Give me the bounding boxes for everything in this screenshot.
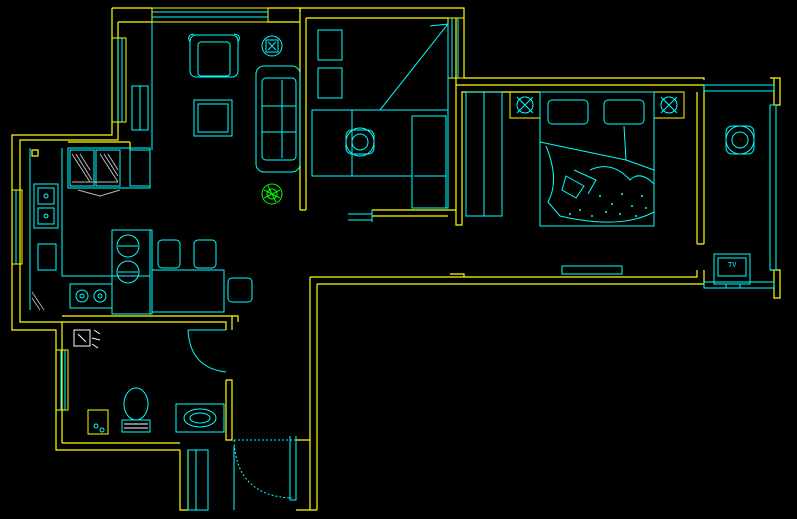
wall-corridor xyxy=(309,277,318,510)
coffee-table xyxy=(193,99,233,137)
walls xyxy=(11,7,781,511)
lamp-table xyxy=(261,35,283,57)
study-desk xyxy=(311,109,449,209)
window-west-kitchen xyxy=(11,189,23,265)
wall-north-living xyxy=(112,7,301,12)
balcony xyxy=(713,125,755,288)
wall-study-bedroom xyxy=(455,85,540,226)
dining-table xyxy=(151,269,225,313)
window-west-bath xyxy=(55,349,69,411)
living-room xyxy=(131,22,301,205)
dining-chair xyxy=(193,239,217,269)
kitchen-small-appliance xyxy=(37,243,57,271)
wall-study-lower xyxy=(300,209,456,217)
plant-icon xyxy=(261,183,283,205)
wall-tv-niche xyxy=(450,273,465,277)
wall-corner-detail xyxy=(31,149,239,322)
sink-icon xyxy=(33,183,59,229)
dining-area xyxy=(111,229,253,315)
study-shelf xyxy=(317,29,343,61)
bar-stool xyxy=(116,260,140,284)
study-shelf xyxy=(317,67,343,99)
balcony-rail-east xyxy=(769,104,777,271)
bedroom-tv-stand xyxy=(561,265,623,275)
window-west-upper xyxy=(111,37,127,123)
wall-kitchen-counter xyxy=(68,141,131,150)
kitchen xyxy=(29,147,151,311)
washbasin-icon xyxy=(175,403,225,433)
double-bed xyxy=(539,91,655,227)
study-room xyxy=(311,22,449,222)
floor-drain xyxy=(87,409,109,435)
dining-chair xyxy=(157,239,181,269)
wall-outer-west-upper xyxy=(11,8,180,451)
window-corridor xyxy=(187,449,209,511)
window-north-living xyxy=(151,7,269,23)
dining-chair xyxy=(227,277,253,303)
wardrobe xyxy=(378,22,449,111)
armchair xyxy=(188,33,240,78)
wall-balcony-right xyxy=(310,270,705,285)
wall-balcony-box xyxy=(770,77,781,299)
stove-icon xyxy=(69,283,113,309)
bathroom-door-swing xyxy=(187,329,227,373)
balcony-rail xyxy=(703,84,775,92)
entry-door xyxy=(233,436,297,510)
balcony-chair xyxy=(725,125,755,155)
bedroom xyxy=(465,91,685,275)
sofa xyxy=(255,65,301,173)
bar-stool xyxy=(116,234,140,258)
wall-inner-west-upper xyxy=(19,22,119,443)
dish-rack-icon xyxy=(71,153,121,197)
study-chair xyxy=(345,127,375,157)
balcony-rail-south xyxy=(703,281,775,289)
tv-label: TV xyxy=(728,261,737,269)
wall-east xyxy=(696,85,705,245)
bathroom xyxy=(73,329,227,435)
kitchen-counter xyxy=(29,148,150,310)
shower-icon xyxy=(73,329,101,349)
tv-icon xyxy=(713,253,751,288)
bookcase xyxy=(411,115,447,209)
toilet-icon xyxy=(121,387,151,433)
bedspread-pattern xyxy=(569,193,647,217)
windows xyxy=(11,7,777,511)
